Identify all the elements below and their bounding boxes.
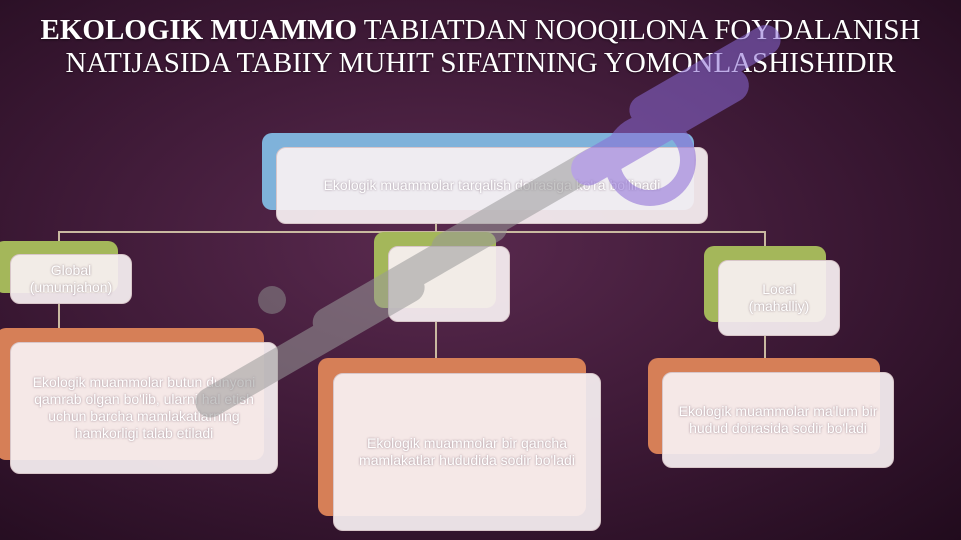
title-bold: EKOLOGIK MUAMMO [40,14,358,46]
branch-regional-description-text: Ekologik muammolar bir qancha mamlakatla… [359,435,575,468]
root-node: Ekologik muammolar tarqalish doirasiga k… [276,147,708,224]
slide-title: EKOLOGIK MUAMMO TABIATDAN NOOQILONA FOYD… [0,14,961,80]
branch-global-label: Global (umumjahon) [10,254,132,304]
branch-global-description: Ekologik muammolar butun dunyoni qamrab … [10,342,278,474]
branch-local-label-text: Local (mahalliy) [748,281,810,314]
root-node-text: Ekologik muammolar tarqalish doirasiga k… [323,177,661,193]
connector-right-label-down [764,336,766,358]
connector-left-label-down [58,304,60,328]
branch-global-label-text: Global (umumjahon) [29,262,113,295]
branch-local-description-text: Ekologik muammolar ma'lum bir hudud doir… [678,403,878,436]
branch-local-description: Ekologik muammolar ma'lum bir hudud doir… [662,372,894,468]
watermark-dot-grey [258,286,286,314]
branch-regional-description: Ekologik muammolar bir qancha mamlakatla… [333,373,601,531]
branch-local-label: Local (mahalliy) [718,260,840,336]
connector-right-down [764,231,766,247]
branch-regional-label [388,246,510,322]
connector-middle-label-down [435,322,437,360]
branch-global-description-text: Ekologik muammolar butun dunyoni qamrab … [32,374,256,441]
connector-left-down [58,231,60,243]
